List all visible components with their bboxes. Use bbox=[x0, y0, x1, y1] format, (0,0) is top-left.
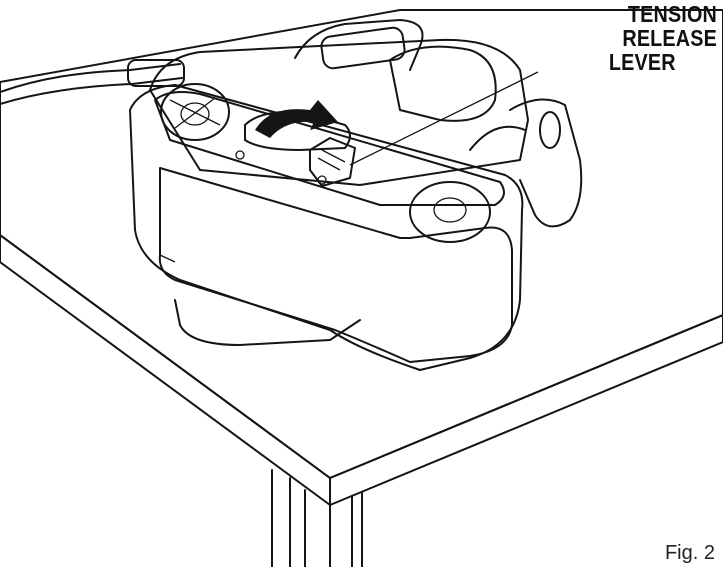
table-leg bbox=[271, 469, 363, 567]
figure-label: Fig. 2 bbox=[664, 542, 715, 564]
tension-release-lever-callout: TENSION RELEASE LEVER bbox=[528, 2, 717, 74]
callout-line-1: TENSION RELEASE bbox=[622, 1, 717, 51]
callout-leader-line bbox=[349, 71, 539, 166]
callout-line-2: LEVER bbox=[608, 49, 676, 75]
workbench bbox=[0, 9, 723, 567]
tension-release-lever bbox=[235, 110, 356, 187]
belt-sander bbox=[129, 19, 583, 371]
power-cord bbox=[0, 59, 185, 105]
rotation-arrow bbox=[255, 100, 338, 138]
sanding-belt bbox=[158, 167, 513, 363]
